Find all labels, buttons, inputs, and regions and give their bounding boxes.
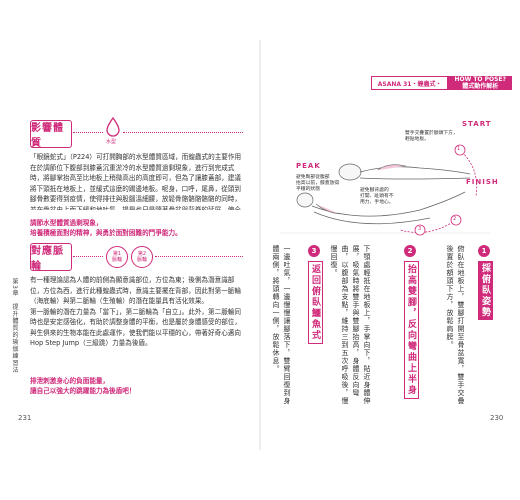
step-marker-3: [414, 224, 426, 236]
water-type-badge: 水型: [106, 139, 117, 145]
peak-figure: [280, 191, 490, 234]
peak-note-right: 避免腳背處的 打開、趾頭有不 用力、手地心。: [360, 188, 394, 205]
page-number-left: 231: [18, 414, 32, 422]
finish-label: FINISH: [466, 178, 499, 186]
dotted-divider: [73, 256, 103, 257]
asana-header-tag: ASANA 31・蝗蟲式・ HOW TO POSE? 體式動作解析: [370, 76, 512, 90]
chakra-1-badge-line1: 第1: [112, 251, 122, 257]
step-1-number: 1: [478, 245, 490, 257]
section-chakra-body: 有一種理論認為人體的前側為顯意識部位，方位為東；後側為潛意識部位，方位為西，進行…: [30, 276, 241, 347]
step-3-number: 3: [308, 245, 320, 257]
step-1-body: 俯臥在地板上，雙腳打開至骨盆寬，雙手交疊後置於額頭下方，放鬆肩膀。: [446, 245, 465, 405]
page-number-right: 230: [490, 414, 504, 422]
section-influence-note: 調節水型體質過剩現象， 培養積極面對的精神，與勇於面對困難的鬥爭能力。: [30, 219, 182, 237]
chakra-1-badge-line2: 脈輪: [111, 257, 122, 263]
flow-arrow: [461, 151, 478, 197]
section-influence-body: 「眼鏡蛇式」（P224）可打開胸部的水型體質區域，而蝗蟲式的主要作用在於調節位下…: [30, 153, 242, 210]
chapter-side-label: 第3章 提升體質的瑜伽練習法: [11, 278, 18, 374]
dotted-divider: [123, 132, 243, 133]
locust-pose-illustration: [280, 144, 490, 236]
section-chakra-title: 對應脈輪: [30, 243, 72, 272]
step-marker-2: [450, 214, 462, 226]
step-3-title: 返回俯臥鱷魚式: [308, 261, 323, 344]
chakra-2-badge: 第2 脈輪: [131, 246, 153, 268]
section-chakra-note: 排泄刺激身心的負面能量， 讓自己以強大的跳躍能力為後盾吧！: [30, 377, 136, 395]
section-chakra-heading: 對應脈輪: [30, 243, 72, 272]
book-gutter: [259, 40, 261, 450]
step-3: 3 返回俯臥鱷魚式: [308, 245, 323, 344]
chakra-1-badge: 第1 脈輪: [106, 246, 128, 268]
peak-note-left: 避免臀部從腹部 抬高以前，膝蓋放得 平穩的狀態: [296, 175, 340, 192]
start-figure: [338, 163, 471, 181]
step-marker-2-label: 2: [453, 216, 457, 222]
dotted-divider: [155, 256, 243, 257]
start-pose-note: 雙手交疊置於額頭下方， 輕貼地板。: [405, 131, 458, 142]
step-marker-1: [454, 144, 466, 156]
step-marker-1-label: 1: [457, 146, 461, 152]
section-influence-title: 影響體質: [30, 120, 72, 149]
start-label: START: [462, 120, 492, 128]
water-drop-icon: [106, 117, 120, 137]
dotted-divider: [73, 132, 103, 133]
step-2-body: 下顎處輕抵在地板上，手掌向下，貼近身體伸展，吸氣時將雙手與雙腳抬高，身體反向彎曲…: [330, 245, 371, 405]
step-1: 1 採俯臥姿勢: [478, 245, 493, 320]
step-3-body: 一邊吐氣，一邊慢慢讓腳落下，雙臂回復到身體兩側，將頭轉向一側，放鬆休息。: [272, 245, 291, 405]
step-2: 2 抬高雙腳，反向彎曲上半身: [404, 245, 419, 399]
chakra-2-badge-line1: 第2: [137, 251, 147, 257]
how-to-pose-line1: HOW TO POSE?: [454, 76, 506, 83]
chakra-2-badge-line2: 脈輪: [136, 257, 147, 263]
step-2-number: 2: [404, 245, 416, 257]
how-to-pose-tag: HOW TO POSE? 體式動作解析: [448, 76, 512, 90]
step-1-title: 採俯臥姿勢: [478, 261, 493, 320]
step-marker-3-label: 3: [418, 226, 422, 232]
peak-label: PEAK: [296, 162, 321, 170]
how-to-pose-line2: 體式動作解析: [462, 83, 499, 90]
asana-name-tag: ASANA 31・蝗蟲式・: [370, 76, 449, 90]
step-2-title: 抬高雙腳，反向彎曲上半身: [404, 261, 419, 399]
section-influence-heading: 影響體質: [30, 120, 72, 149]
